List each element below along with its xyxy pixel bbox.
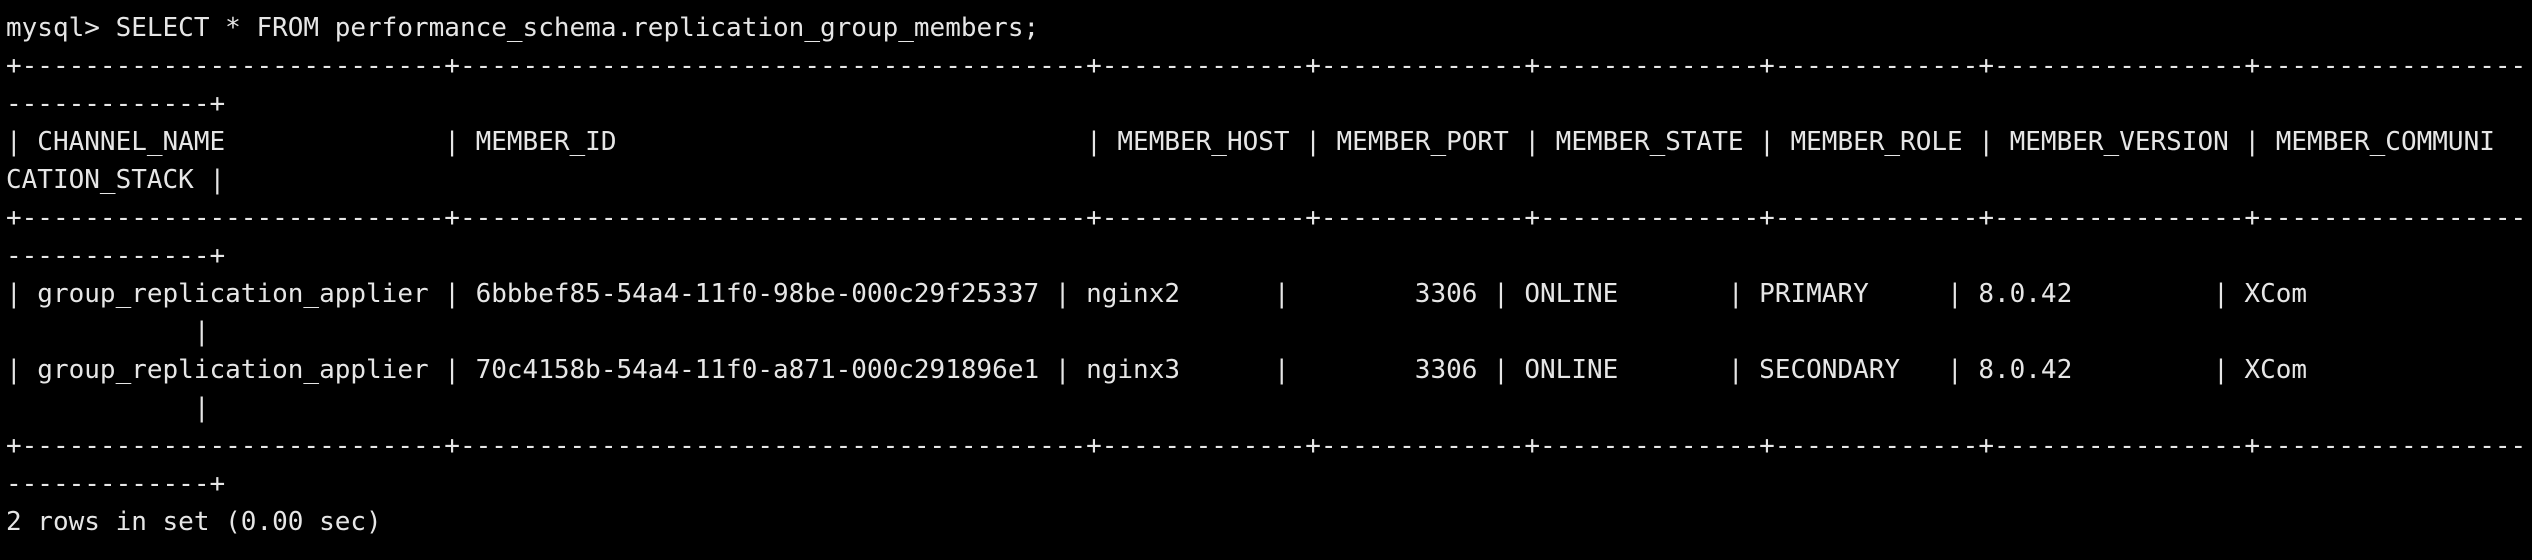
result-summary: 2 rows in set (0.00 sec) (6, 507, 382, 537)
table-border-top: +---------------------------+-----------… (6, 51, 2527, 81)
table-row: | group_replication_applier | 6bbbef85-5… (6, 279, 2308, 309)
table-border-bottom: +---------------------------+-----------… (6, 431, 2527, 461)
command-line: mysql> SELECT * FROM performance_schema.… (6, 13, 1040, 43)
table-border-bottom-wrap: -------------+ (6, 469, 226, 499)
table-row-wrap: | (6, 393, 210, 423)
table-row: | group_replication_applier | 70c4158b-5… (6, 355, 2308, 385)
table-header: | CHANNEL_NAME | MEMBER_ID | MEMBER_HOST… (6, 127, 2495, 157)
table-border-top-wrap: -------------+ (6, 89, 226, 119)
table-border-mid: +---------------------------+-----------… (6, 203, 2527, 233)
table-header-wrap: CATION_STACK | (6, 165, 226, 195)
table-border-mid-wrap: -------------+ (6, 241, 226, 271)
table-row-wrap: | (6, 317, 210, 347)
